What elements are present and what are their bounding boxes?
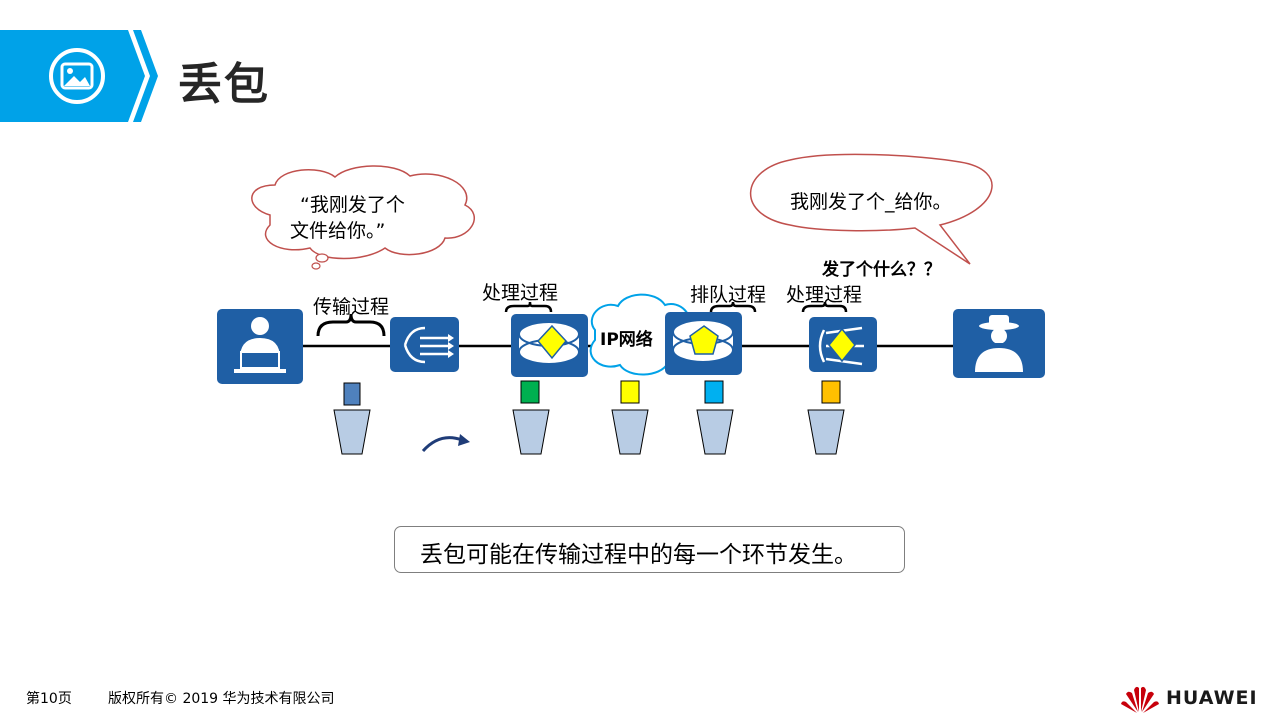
picture-icon	[49, 48, 105, 104]
bucket-cloud	[611, 409, 649, 455]
curved-arrow-icon	[421, 434, 470, 453]
router-icon-2	[665, 312, 742, 375]
processing-bracket-1	[504, 301, 553, 313]
sender-thought-bubble	[251, 165, 475, 270]
huawei-logo-icon	[1121, 686, 1159, 713]
processing-bracket-2	[801, 301, 848, 313]
bucket-router-2	[696, 409, 734, 455]
sender-quote-line-1: “我刚发了个	[300, 194, 405, 216]
footer-copyright: 版权所有© 2019 华为技术有限公司	[108, 691, 335, 707]
packet-pentagon	[689, 325, 719, 355]
receiver-speech-bubble	[749, 153, 993, 265]
sender-quote-line-2: 文件给你。”	[290, 220, 386, 242]
receiver-user-icon	[953, 309, 1045, 378]
summary-text: 丢包可能在传输过程中的每一个环节发生。	[420, 542, 857, 568]
label-queuing: 排队过程	[690, 284, 767, 306]
router-icon-1	[511, 314, 588, 377]
packet-cloud	[620, 380, 640, 404]
firewall-icon	[809, 317, 877, 372]
packet-router-2	[704, 380, 724, 404]
header-band	[0, 30, 158, 122]
summary-box	[394, 526, 905, 573]
bucket-router-1	[512, 409, 550, 455]
label-processing-1: 处理过程	[482, 282, 559, 304]
switch-icon	[390, 317, 459, 372]
footer-page-number: 第10页	[26, 691, 72, 707]
huawei-wordmark: HUAWEI	[1166, 687, 1258, 709]
cloud-label: IP网络	[600, 330, 653, 350]
label-processing-2: 处理过程	[786, 284, 863, 306]
packet-router-1	[520, 380, 540, 404]
receiver-question: 发了个什么？？	[822, 260, 941, 280]
queuing-bracket	[709, 301, 757, 313]
buckets	[333, 409, 845, 455]
sender-user-icon	[217, 309, 303, 384]
packet-diamond	[828, 327, 856, 363]
packet-sender	[343, 382, 361, 406]
packet-diamond	[537, 324, 567, 360]
bucket-sender	[333, 409, 371, 455]
receiver-quote: 我刚发了个_给你。	[790, 191, 952, 213]
packet-firewall	[821, 380, 841, 404]
label-transmission: 传输过程	[313, 296, 390, 318]
page-title: 丢包	[178, 59, 270, 110]
bucket-firewall	[807, 409, 845, 455]
transmission-bracket	[316, 313, 386, 337]
sender-quote: “我刚发了个 文件给你。”	[290, 192, 405, 244]
